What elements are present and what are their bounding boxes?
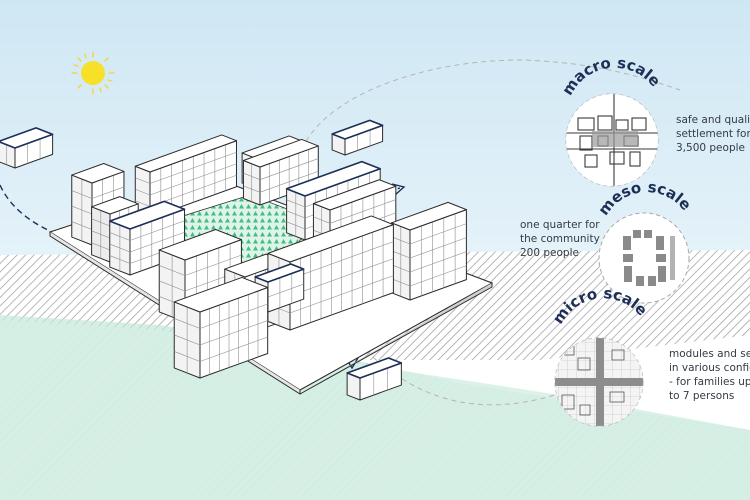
caption-line: settlement for	[676, 128, 750, 140]
caption-line: 200 people	[520, 247, 579, 259]
caption-line: safe and quality	[676, 114, 750, 126]
micro-scale-caption: modules and segments in various configur…	[669, 347, 750, 403]
caption-line: the community	[520, 233, 600, 245]
scale-link-arc	[294, 59, 681, 176]
module-box	[0, 127, 54, 169]
building-block	[134, 134, 237, 219]
floating-module-bottom	[346, 357, 403, 401]
caption-line: - for families up	[669, 376, 750, 388]
meso-scale-caption: one quarter for the community 200 people	[520, 218, 606, 260]
caption-line: one quarter for	[520, 219, 600, 231]
building-block	[391, 201, 467, 301]
caption-line: 3,500 people	[676, 142, 745, 154]
meso-plan-thumbnail	[623, 230, 675, 286]
macro-scale-caption: safe and quality settlement for 3,500 pe…	[676, 113, 750, 155]
macro-plan-thumbnail	[566, 94, 658, 186]
building-block	[242, 138, 319, 206]
building-block	[108, 200, 186, 276]
module-box	[346, 357, 403, 401]
white-ground-band	[330, 335, 750, 430]
building-block	[173, 276, 269, 379]
caption-line: in various configurations	[669, 362, 750, 374]
building-blocks	[71, 134, 467, 379]
floating-module-top	[331, 119, 384, 156]
micro-plan-thumbnail	[555, 338, 643, 426]
sun-icon	[71, 51, 115, 95]
module-box	[331, 119, 384, 156]
caption-line: modules and segments	[669, 348, 750, 360]
floating-module-left	[0, 127, 54, 169]
caption-line: to 7 persons	[669, 390, 735, 402]
